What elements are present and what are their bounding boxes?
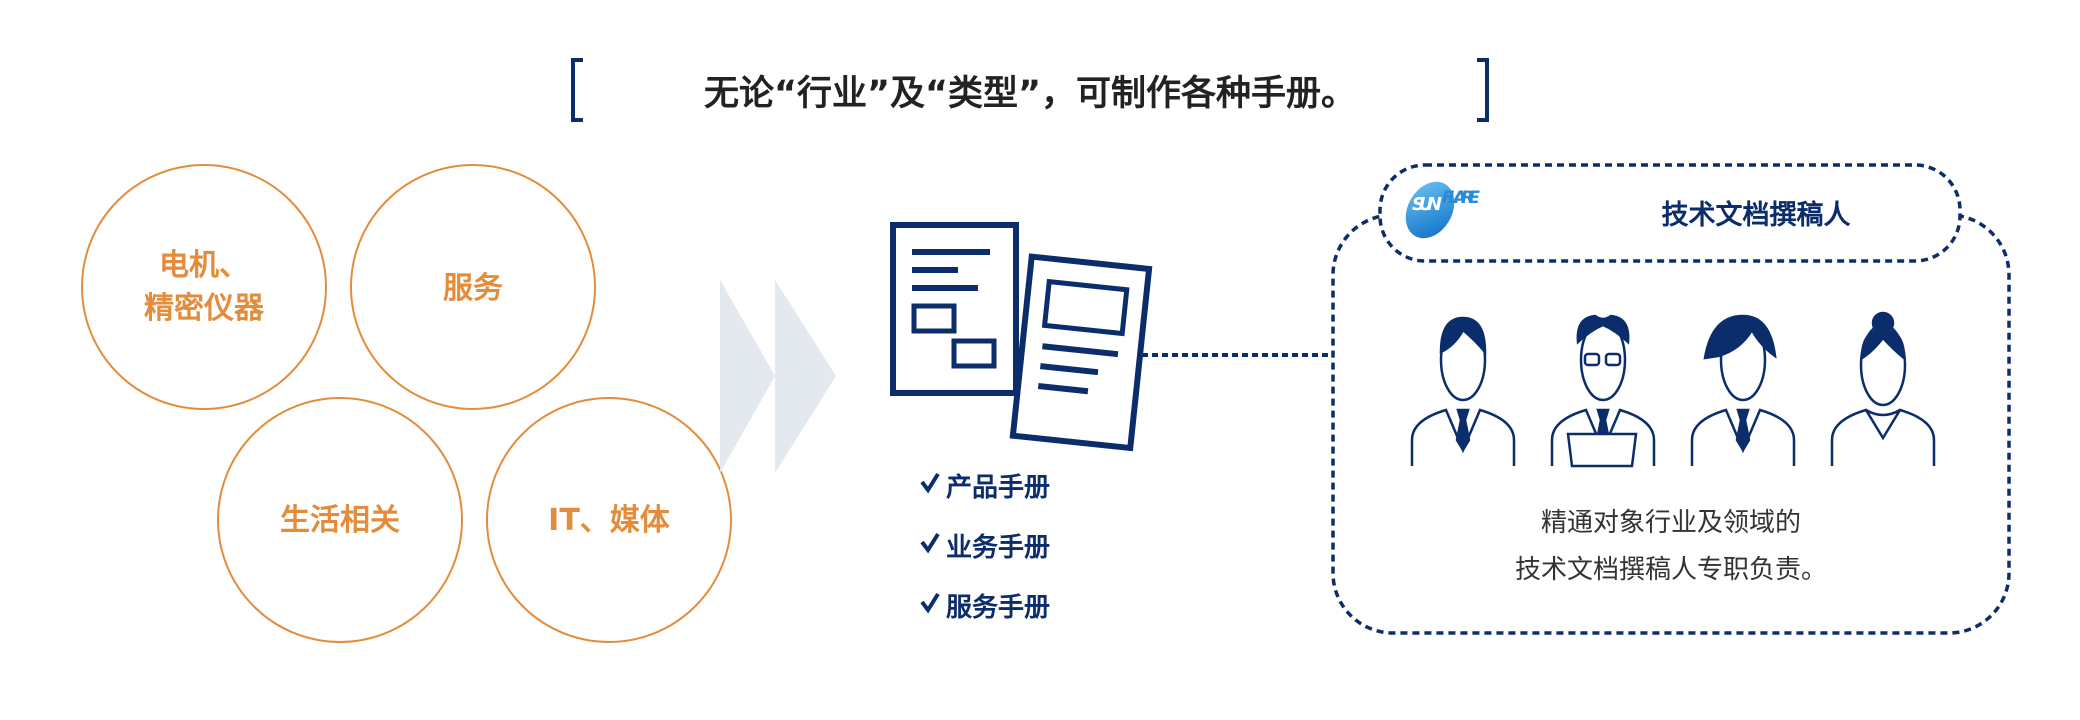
person-icon [1690,314,1796,466]
panel-description-line1: 精通对象行业及领域的 [1541,508,1801,538]
svg-text:生活相关: 生活相关 [280,503,400,538]
svg-text:服务: 服务 [443,271,503,306]
check-icon [920,472,940,494]
manual-list: 产品手册 业务手册 服务手册 [920,472,1050,623]
industry-circle-lifestyle: 生活相关 [217,397,463,643]
industry-circle-service: 服务 [350,164,596,410]
left-bracket [571,58,583,122]
svg-text:业务手册: 业务手册 [946,533,1050,563]
writer-panel: SUN FLARE 技术文档撰稿人 [1331,163,2011,635]
list-item: 业务手册 [920,532,1050,563]
list-item: 服务手册 [920,592,1050,623]
panel-title: 技术文档撰稿人 [1662,199,1851,231]
check-icon [920,532,940,554]
woman-icon [1830,311,1936,466]
documents-icon [890,222,1153,452]
list-item: 产品手册 [920,472,1050,503]
svg-text:精密仪器: 精密仪器 [144,291,265,326]
svg-text:SUN: SUN [1412,194,1442,215]
svg-text:服务手册: 服务手册 [946,593,1050,623]
svg-text:IT、媒体: IT、媒体 [548,503,671,538]
industry-circle-motors: 电机、 精密仪器 [81,164,327,410]
check-icon [920,592,940,614]
svg-text:产品手册: 产品手册 [946,473,1050,503]
panel-description-line2: 技术文档撰稿人专职负责。 [1515,555,1827,585]
svg-text:电机、: 电机、 [159,248,249,283]
person-with-glasses-icon [1550,314,1656,468]
double-chevron-arrow-icon [720,280,836,473]
page-title: 无论“行业”及“类型”，可制作各种手册。 [704,73,1356,114]
industry-circle-it-media: IT、媒体 [486,397,732,643]
right-bracket [1477,58,1489,122]
sunflare-logo: SUN FLARE [1405,181,1480,239]
writers-illustration [1410,311,1936,468]
svg-text:FLARE: FLARE [1442,188,1480,208]
person-icon [1410,316,1516,466]
